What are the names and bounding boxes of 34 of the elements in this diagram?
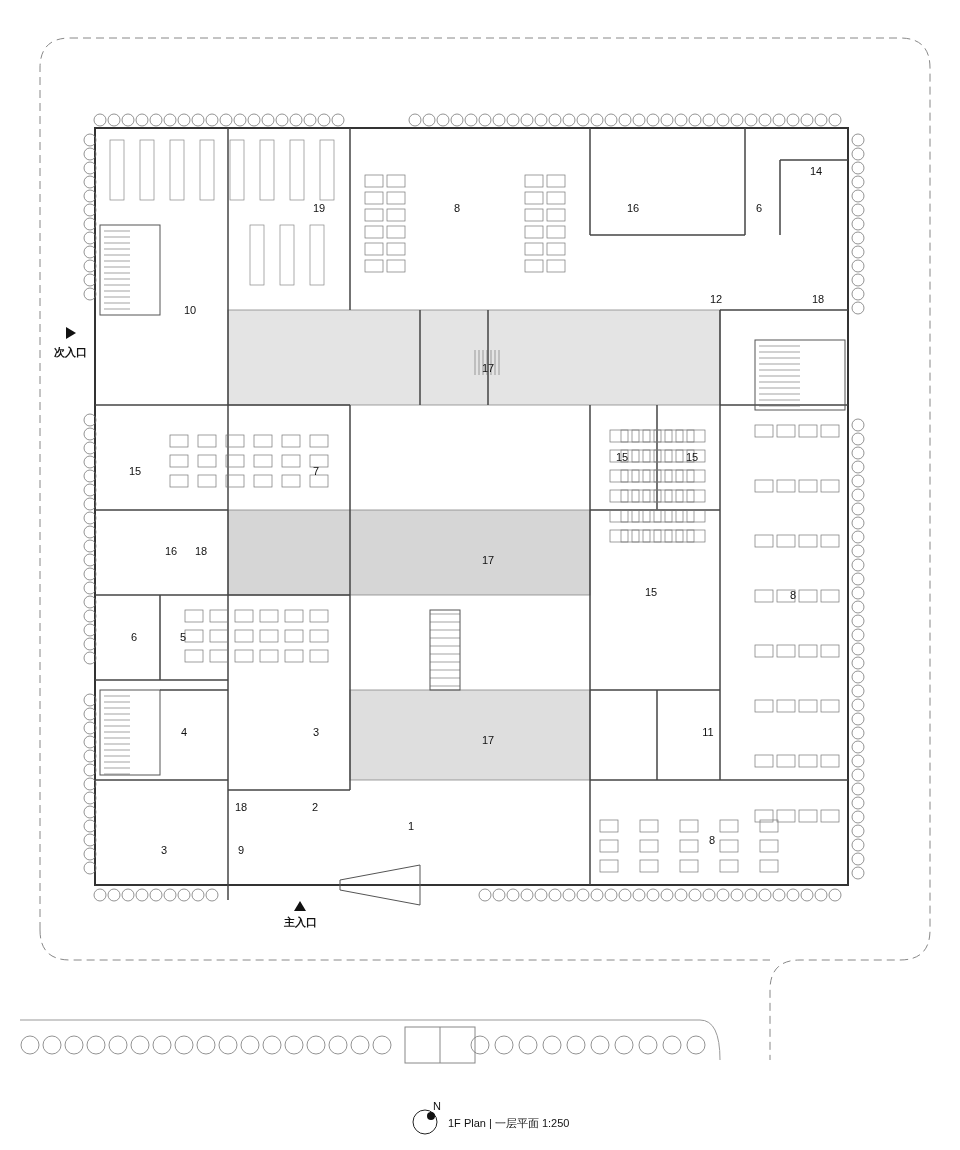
room-number: 5	[179, 631, 187, 643]
room-number: 8	[789, 589, 797, 601]
north-label: N	[433, 1100, 441, 1112]
room-number: 17	[481, 362, 495, 374]
room-number: 8	[453, 202, 461, 214]
room-number: 18	[234, 801, 248, 813]
room-number: 4	[180, 726, 188, 738]
room-number: 17	[481, 734, 495, 746]
room-number: 18	[811, 293, 825, 305]
room-number: 3	[160, 844, 168, 856]
room-number: 9	[237, 844, 245, 856]
entrance-label: 次入口	[53, 346, 87, 358]
room-number: 15	[615, 451, 629, 463]
room-number: 2	[311, 801, 319, 813]
room-number: 15	[128, 465, 142, 477]
room-number: 11	[702, 726, 714, 738]
room-number: 16	[626, 202, 640, 214]
room-number: 15	[685, 451, 699, 463]
entrance-label: 主入口	[283, 916, 317, 928]
plan-caption: 1F Plan | 一层平面 1:250	[448, 1117, 570, 1129]
room-number: 10	[183, 304, 197, 316]
room-number: 6	[755, 202, 763, 214]
room-number: 3	[312, 726, 320, 738]
room-number: 7	[312, 465, 320, 477]
room-number: 14	[809, 165, 823, 177]
room-number: 8	[708, 834, 716, 846]
room-number: 6	[130, 631, 138, 643]
room-number: 15	[644, 586, 658, 598]
room-number: 19	[312, 202, 326, 214]
room-number: 18	[194, 545, 208, 557]
room-number: 16	[164, 545, 178, 557]
room-number: 17	[481, 554, 495, 566]
room-number: 12	[709, 293, 723, 305]
room-number: 1	[407, 820, 415, 832]
